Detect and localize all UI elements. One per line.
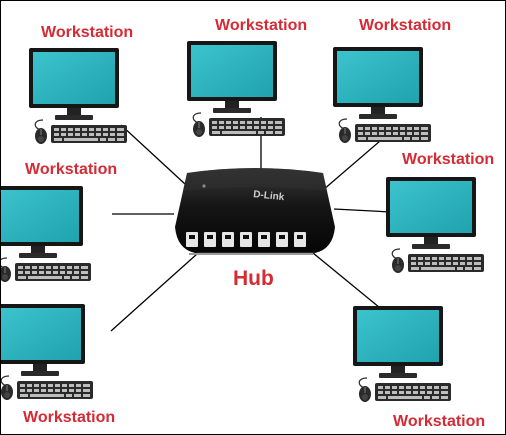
workstation-7: [352, 305, 452, 403]
workstation-3: [332, 46, 432, 144]
usb-port-icon: [222, 232, 234, 247]
workstation-label: Workstation: [215, 17, 308, 34]
hub-brand: D-Link: [253, 189, 286, 203]
usb-port-icon: [204, 232, 216, 247]
usb-port-icon: [258, 232, 270, 247]
workstation-label: Workstation: [23, 409, 116, 426]
usb-ports: [186, 232, 306, 247]
usb-port-icon: [186, 232, 198, 247]
workstation-1: [28, 47, 128, 145]
cable-6: [110, 253, 198, 332]
workstation-6: [1, 303, 94, 401]
workstation-label: Workstation: [393, 413, 486, 430]
workstation-label: Workstation: [402, 151, 495, 168]
usb-port-icon: [240, 232, 252, 247]
workstation-4: [1, 185, 92, 283]
workstation-2: [186, 40, 286, 138]
workstation-5: [385, 176, 485, 274]
cable-1: [120, 124, 186, 185]
usb-port-icon: [294, 232, 306, 247]
power-led-icon: [202, 184, 206, 188]
hub-label: Hub: [233, 267, 274, 290]
hub-device: D-Link: [175, 168, 335, 255]
usb-port-icon: [276, 232, 288, 247]
workstation-label: Workstation: [359, 17, 452, 34]
workstation-label: Workstation: [25, 161, 118, 178]
workstation-label: Workstation: [41, 24, 134, 41]
